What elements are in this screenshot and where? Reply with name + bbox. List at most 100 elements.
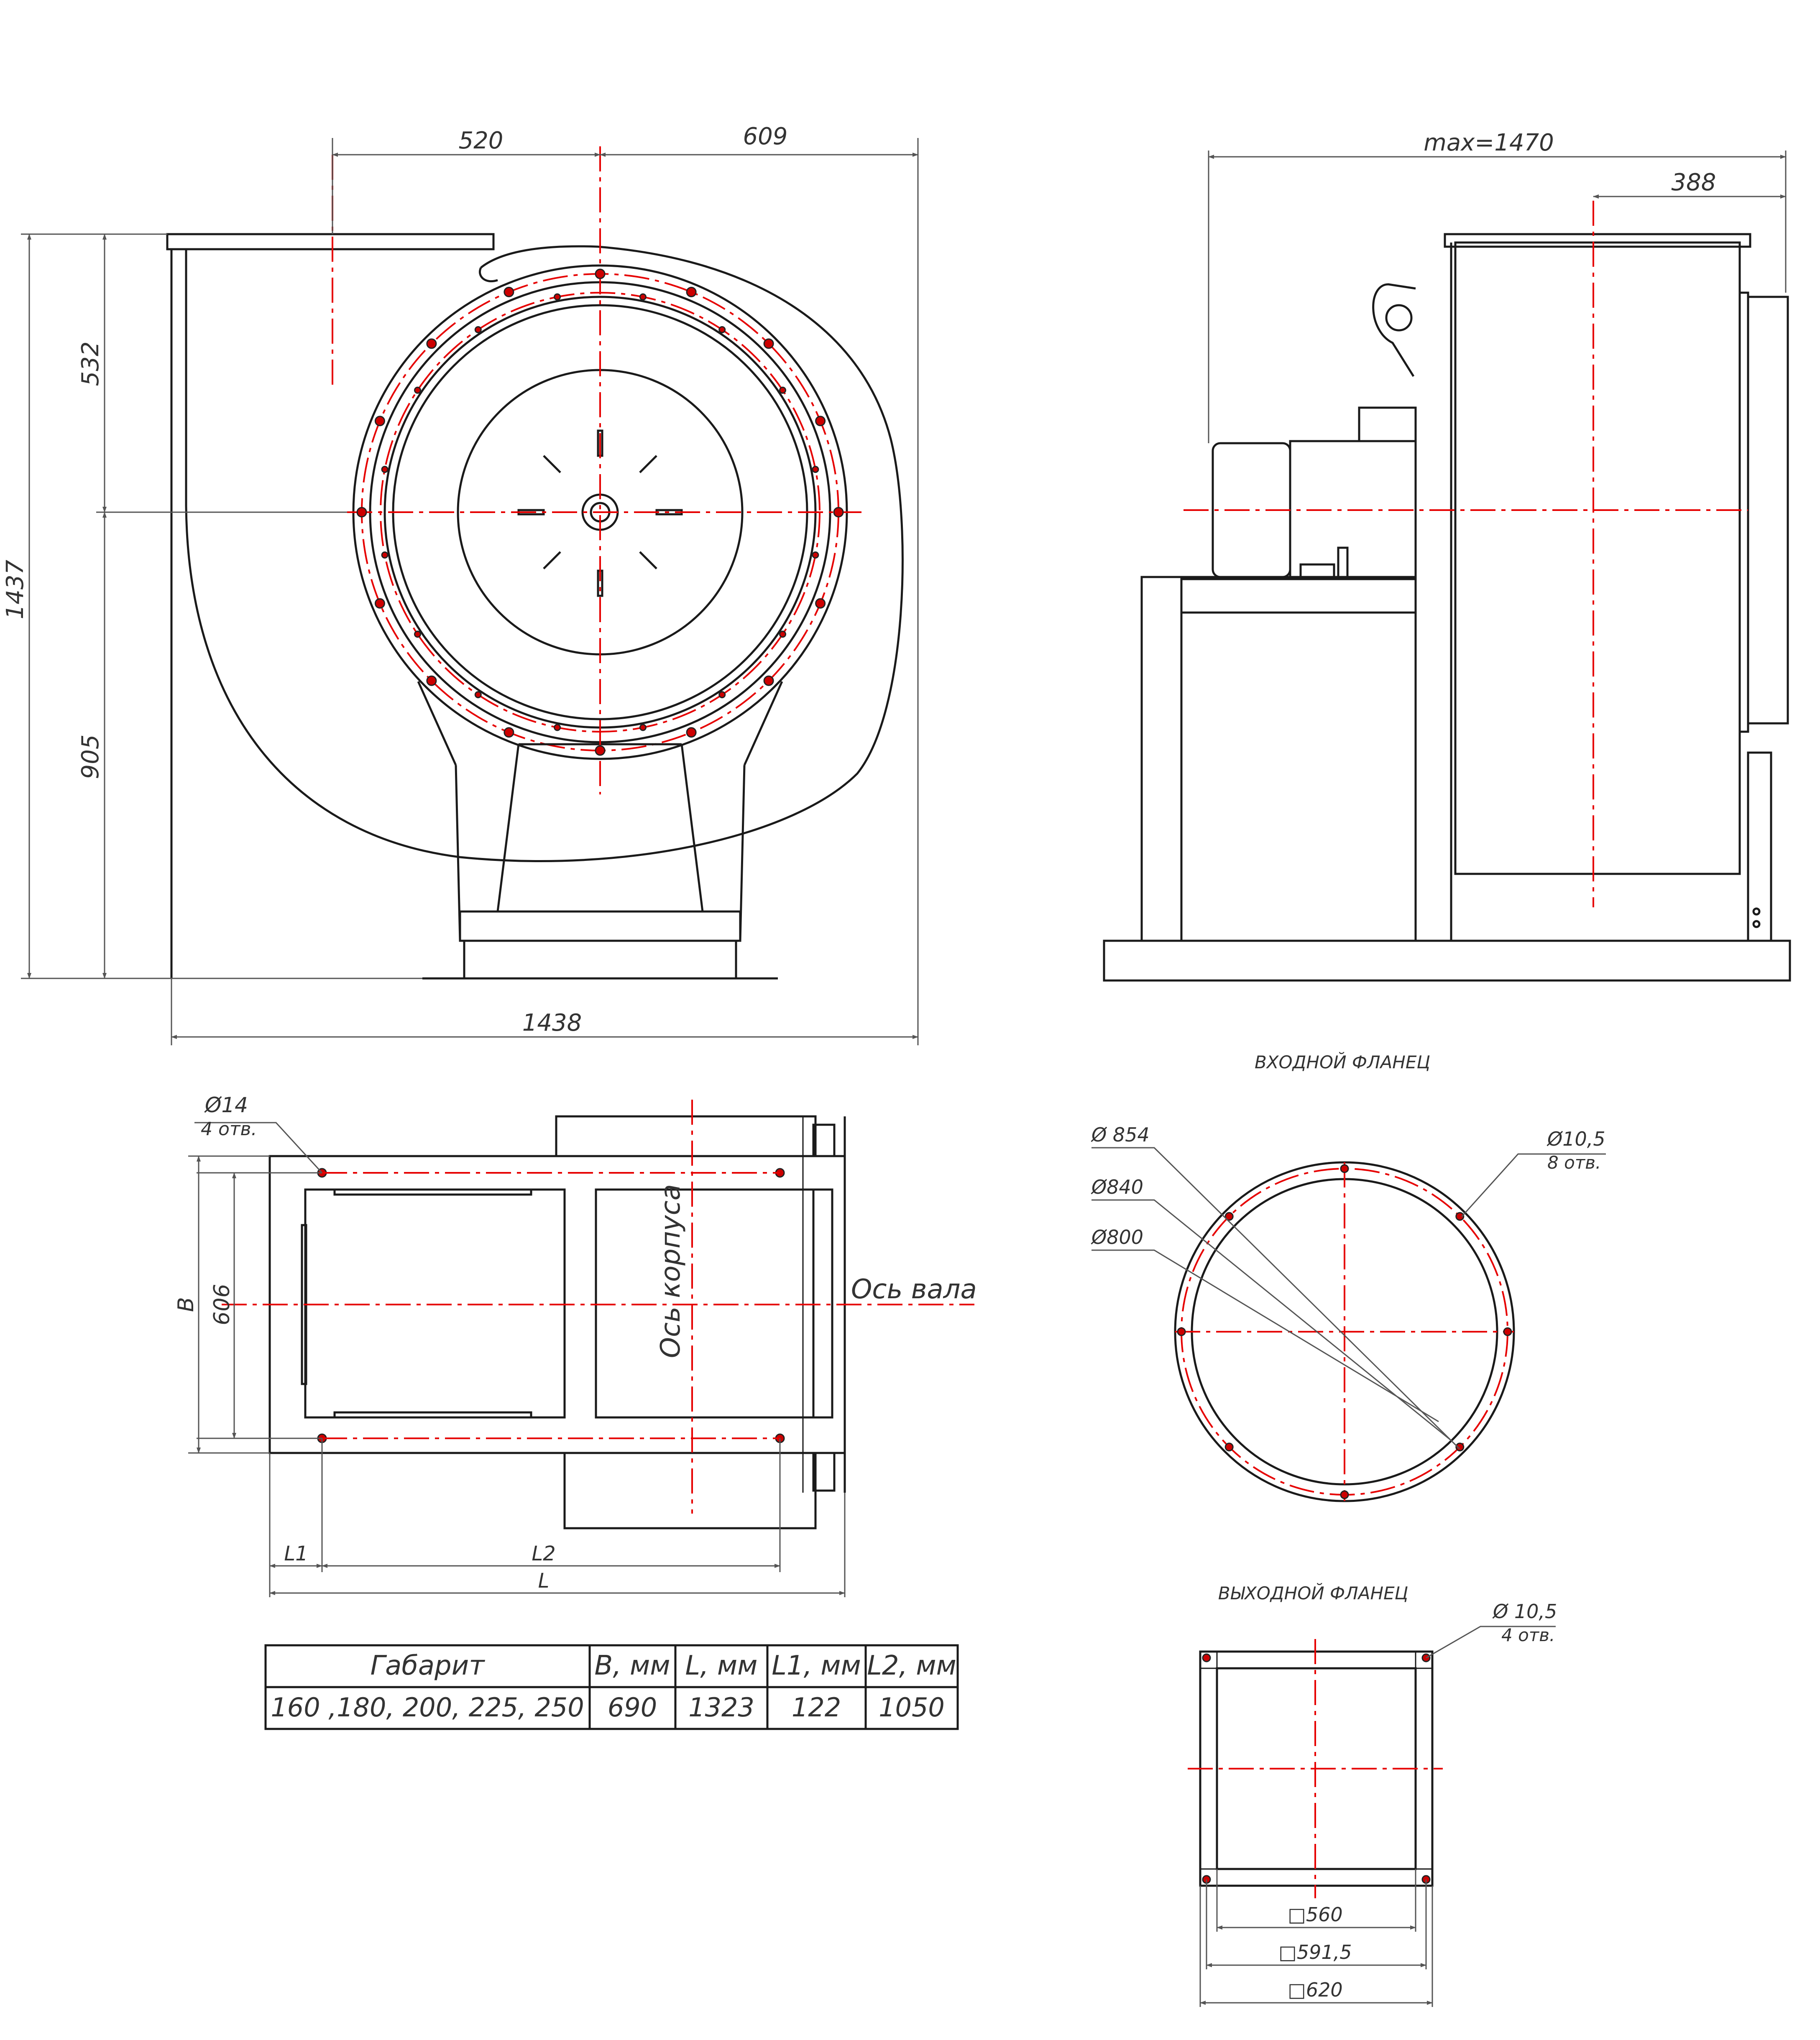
front-scroll-casing-inner	[478, 267, 498, 283]
table-cell-b: 690	[608, 1692, 657, 1723]
front-bolt-hole-7	[763, 675, 774, 686]
inlet-hole-count: 8 отв.	[1547, 1152, 1601, 1173]
inlet-leader-hole	[1461, 1153, 1606, 1218]
front-dimensions	[21, 138, 919, 1045]
dim-606: 606	[210, 1284, 235, 1325]
inlet-bolt-hole-7	[1177, 1327, 1186, 1336]
front-inner-hole-1	[639, 293, 647, 301]
front-flange-inner-holes	[381, 293, 819, 731]
table-cell-l: 1323	[688, 1692, 754, 1723]
dimension-table: Габарит B, мм L, мм L1, мм L2, мм 160 ,1…	[264, 1644, 959, 1730]
outlet-dim-560: □560	[1288, 1903, 1342, 1926]
inlet-bolt-hole-2	[1455, 1212, 1465, 1221]
side-dimensions	[1208, 151, 1787, 443]
plan-motor-right	[595, 1188, 815, 1419]
side-frame-left	[1140, 576, 1183, 942]
side-base-plate	[1103, 940, 1791, 982]
front-bolt-hole-10	[504, 727, 514, 738]
dim-388: 388	[1672, 169, 1716, 196]
dim-b: B	[174, 1297, 199, 1312]
table-cell-l1: 122	[792, 1692, 841, 1723]
inlet-dia-854: Ø 854	[1091, 1123, 1150, 1146]
plan-hole-leader	[194, 1122, 323, 1174]
front-bolt-hole-12	[374, 598, 385, 609]
side-outlet-rim	[1444, 233, 1751, 248]
table-header-l1: L1, мм	[772, 1650, 861, 1681]
front-bolt-hole-3	[763, 338, 774, 349]
side-inlet-collar	[1747, 296, 1789, 725]
front-bolt-hole-2	[686, 286, 697, 297]
front-inner-hole-15	[474, 326, 482, 333]
front-bolt-hole-13	[356, 507, 367, 518]
side-motor-box	[1358, 406, 1417, 442]
inlet-dia-840: Ø840	[1091, 1176, 1143, 1198]
front-bolt-hole-8	[686, 727, 697, 738]
outlet-hole-count: 4 отв.	[1501, 1625, 1555, 1645]
outlet-dim-620: □620	[1288, 1979, 1342, 2001]
outlet-hole-leader	[1426, 1626, 1556, 1659]
inlet-leader-800	[1091, 1249, 1439, 1422]
front-bolt-hole-5	[833, 507, 844, 518]
inlet-hole-dia: Ø10,5	[1546, 1128, 1605, 1150]
outlet-flange-view: ВЫХОДНОЙ ФЛАНЕЦ Ø 10,5 4 отв. □560 □591,…	[1188, 1583, 1557, 2007]
front-inner-hole-11	[414, 631, 421, 638]
front-bolt-hole-15	[426, 338, 437, 349]
front-bolt-hole-16	[504, 286, 514, 297]
front-inner-hole-6	[779, 631, 786, 638]
inlet-flange-view: ВХОДНОЙ ФЛАНЕЦ Ø 854 Ø840 Ø800 Ø10,5 8 о…	[1091, 1052, 1606, 1502]
side-frame-plate	[1180, 578, 1417, 614]
plan-hole-count: 4 отв.	[201, 1118, 257, 1140]
dim-905: 905	[77, 735, 104, 779]
dim-l1: L1	[284, 1542, 308, 1565]
dim-l: L	[538, 1569, 550, 1593]
inlet-bolt-hole-6	[1224, 1443, 1234, 1452]
plan-motor-left	[304, 1188, 566, 1419]
front-scroll-casing	[185, 245, 904, 862]
front-inner-hole-12	[381, 551, 389, 559]
front-inner-hole-8	[639, 724, 647, 731]
front-inner-hole-9	[554, 724, 561, 731]
front-inner-hole-3	[779, 386, 786, 394]
label-housing-axis: Ось корпуса	[655, 1184, 686, 1358]
table-header-size: Габарит	[370, 1650, 485, 1681]
front-inner-hole-4	[812, 466, 819, 473]
dim-609: 609	[743, 123, 788, 150]
outlet-flange-title: ВЫХОДНОЙ ФЛАНЕЦ	[1218, 1583, 1408, 1603]
front-view: 520 609 532 905 1437 1438	[2, 123, 919, 1045]
dim-1437: 1437	[2, 559, 29, 619]
plan-view: Ø14 4 отв. B 606 Ось корпуса Ось вала L1…	[174, 1093, 977, 1597]
dim-520: 520	[459, 127, 504, 154]
plan-top-housing	[555, 1115, 817, 1157]
inlet-leader-854	[1091, 1147, 1460, 1450]
outlet-hole-1	[1202, 1653, 1211, 1662]
front-bolt-hole-11	[426, 675, 437, 686]
front-inner-hole-5	[812, 551, 819, 559]
front-outlet-rim	[166, 233, 495, 250]
side-motor-casing	[1289, 440, 1417, 578]
dim-l2: L2	[532, 1542, 555, 1565]
inlet-dia-800: Ø800	[1091, 1226, 1143, 1249]
front-stand	[417, 681, 783, 980]
front-bolt-hole-6	[815, 598, 826, 609]
front-bolt-hole-9	[595, 745, 606, 756]
front-bolt-hole-4	[815, 416, 826, 426]
dim-532: 532	[77, 342, 104, 386]
side-lifting-lug	[1372, 283, 1416, 377]
outlet-hole-dia: Ø 10,5	[1492, 1600, 1557, 1623]
front-inner-hole-10	[474, 691, 482, 698]
front-inner-hole-16	[554, 293, 561, 301]
inlet-flange-title: ВХОДНОЙ ФЛАНЕЦ	[1255, 1052, 1430, 1072]
front-inner-hole-14	[414, 386, 421, 394]
outlet-dimensions	[1199, 1869, 1433, 2007]
inlet-bolt-hole-5	[1340, 1490, 1349, 1499]
front-bolt-hole-1	[595, 268, 606, 279]
plan-dimensions	[188, 1155, 846, 1597]
inlet-bolt-hole-3	[1503, 1327, 1512, 1336]
front-inner-hole-7	[718, 691, 726, 698]
side-lug-hole	[1385, 304, 1413, 332]
table-header-l: L, мм	[685, 1650, 758, 1681]
inlet-bolt-hole-8	[1224, 1212, 1234, 1221]
inlet-leader-840	[1091, 1199, 1452, 1441]
dim-1438: 1438	[522, 1009, 582, 1037]
